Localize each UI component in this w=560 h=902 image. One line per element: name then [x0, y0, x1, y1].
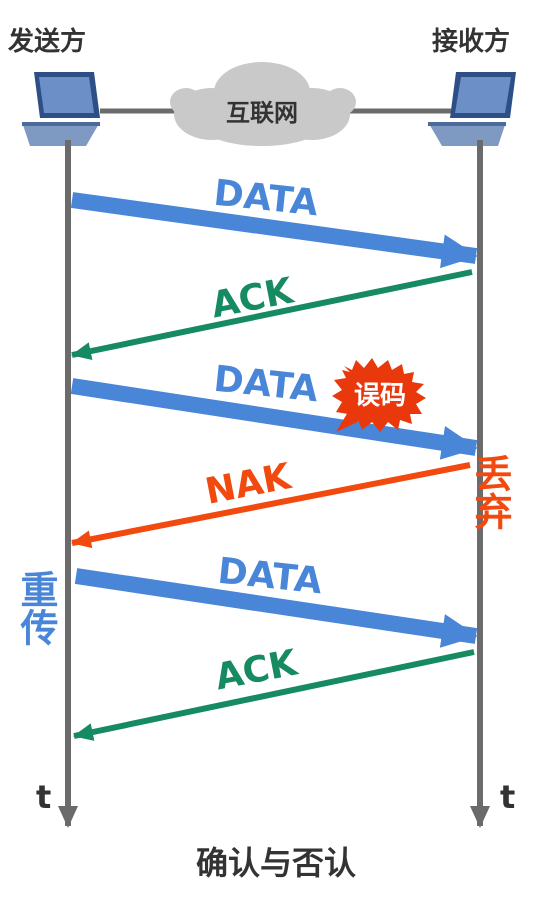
retransmit-label: 重传 [14, 570, 59, 646]
ack-arrow-2 [73, 649, 475, 741]
sender-time-label: t [36, 778, 51, 816]
error-burst-icon [332, 358, 426, 432]
network-label: 互联网 [226, 99, 298, 127]
ack-arrow-1 [71, 269, 473, 360]
data-arrow-2 [70, 378, 478, 460]
error-badge-label: 误码 [354, 381, 406, 411]
receiver-time-label: t [500, 778, 515, 816]
diagram-title: 确认与否认 [196, 844, 356, 882]
receiver-label: 接收方 [432, 26, 510, 57]
nak-arrow [71, 462, 471, 549]
ack-label-1: ACK [208, 270, 298, 326]
cloud-icon [170, 62, 356, 146]
data-arrow-3 [74, 568, 478, 648]
sender-laptop-icon [22, 72, 100, 146]
sender-label: 发送方 [7, 26, 86, 57]
data-arrow-1 [70, 192, 478, 269]
receiver-laptop-icon [428, 72, 516, 146]
discard-label: 丢弃 [468, 454, 512, 530]
